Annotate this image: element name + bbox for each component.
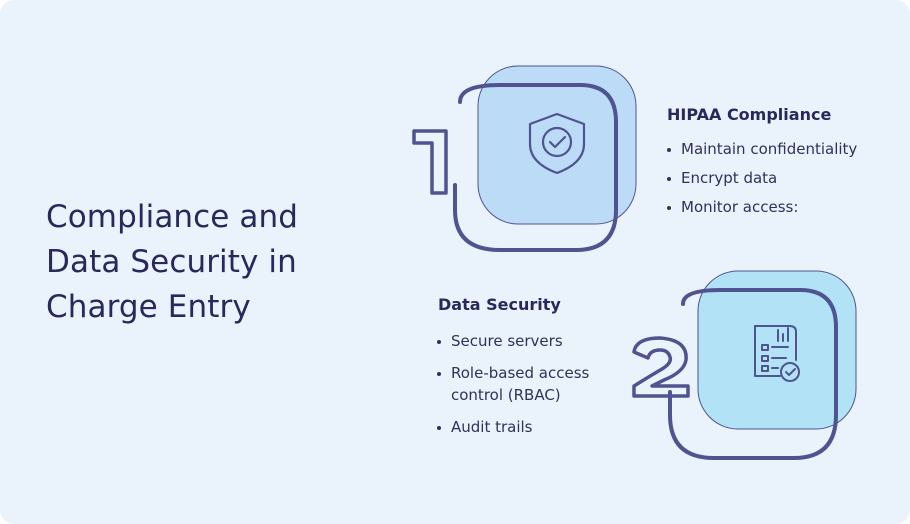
- shield-check-icon: [528, 112, 586, 175]
- step-1-frame: [453, 83, 618, 252]
- main-title: Compliance and Data Security in Charge E…: [46, 195, 366, 330]
- main-title-line-1: Compliance and: [46, 199, 299, 235]
- report-check-icon: [754, 325, 800, 382]
- step-2-frame: [668, 288, 838, 460]
- list-item: Encrypt data: [667, 167, 857, 189]
- list-item: Role-based access control (RBAC): [437, 362, 627, 406]
- hipaa-compliance-list: Maintain confidentiality Encrypt data Mo…: [667, 138, 857, 225]
- step-2-tile: [697, 270, 857, 430]
- data-security-list: Secure servers Role-based access control…: [437, 330, 627, 448]
- list-item: Secure servers: [437, 330, 627, 352]
- main-title-line-3: Charge Entry: [46, 289, 251, 325]
- hipaa-compliance-title: HIPAA Compliance: [667, 105, 832, 124]
- step-1-number: [412, 129, 448, 195]
- data-security-title: Data Security: [438, 295, 561, 314]
- list-item: Audit trails: [437, 416, 627, 438]
- list-item: Maintain confidentiality: [667, 138, 857, 160]
- list-item: Monitor access:: [667, 196, 857, 218]
- main-title-line-2: Data Security in: [46, 244, 297, 280]
- step-2-number: [632, 336, 690, 398]
